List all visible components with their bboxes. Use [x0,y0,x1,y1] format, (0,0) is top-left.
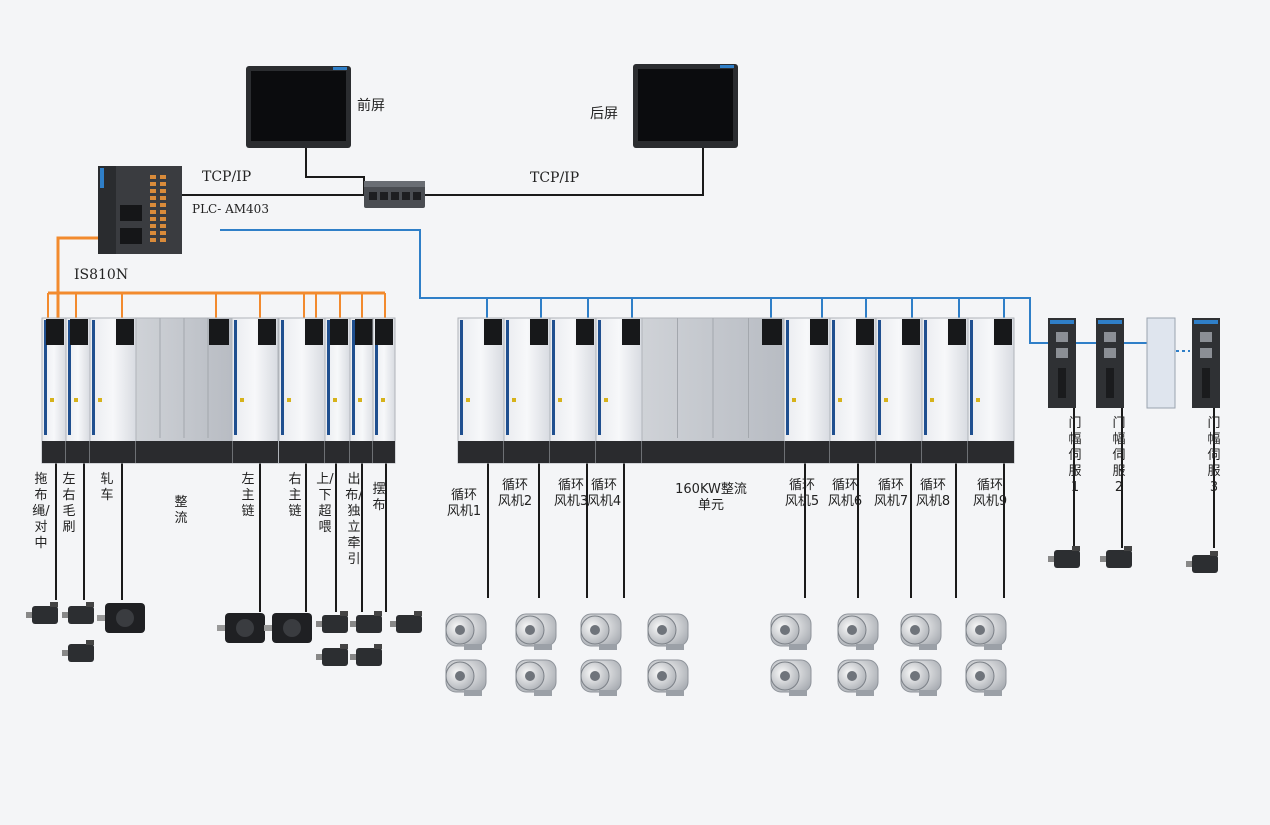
drive-module-icon [89,317,137,464]
induction-motor-icon [965,613,1007,650]
induction-motor-icon [445,659,487,696]
drive-module-icon [829,317,877,464]
induction-motor-icon [580,659,622,696]
link-bus-drop [56,236,112,318]
link-rear-screen [425,148,704,196]
ethernet-switch-icon [364,181,425,208]
plc-model-label: PLC- AM403 [192,202,269,216]
servo-motor-icon [1048,546,1080,568]
fan-label-7: 循环风机7 [873,478,909,509]
drive-connector [209,319,229,345]
drive-label-rope-centering: 拖布绳/对中 [32,472,50,551]
induction-motor-icon [837,613,879,650]
induction-motor-icon [647,659,689,696]
induction-motor-icon [770,659,812,696]
servo-drive-icon [1096,318,1124,408]
rectifier-160kw-label: 160KW整流单元 [675,482,747,513]
drive-label-outfeed: 出布/独立牵引 [345,472,363,567]
drive-module-icon [372,317,396,464]
devices [26,64,1220,696]
servo-motor-icon [62,602,94,624]
servo-motor-icon [264,613,312,643]
fan-label-4: 循环风机4 [586,478,622,509]
induction-motor-icon [900,613,942,650]
servo-motor-icon [26,602,58,624]
induction-motor-icon [515,613,557,650]
tcp-ip-label-left: TCP/IP [202,169,252,185]
induction-motor-icon [837,659,879,696]
induction-motor-icon [900,659,942,696]
drive-module-icon [921,317,969,464]
servo-label-3: 门幅伺服3 [1207,416,1221,495]
drive-label-plaiter: 摆布 [372,482,386,513]
drive-module-icon [783,317,831,464]
induction-motor-icon [515,659,557,696]
hmi-screen-icon [246,66,351,148]
drive-label-overfeed: 上/下超喂 [316,472,334,535]
servo-motor-icon [350,644,382,666]
drive-module-icon [503,317,551,464]
induction-motor-icon [445,613,487,650]
bus-label: IS810N [74,267,129,283]
servo-motor-icon [217,613,265,643]
drive-label-left-chain: 左主链 [241,472,255,519]
tcp-ip-label-right: TCP/IP [530,170,580,186]
fan-label-8: 循环风机8 [915,478,951,509]
servo-label-1: 门幅伺服1 [1068,416,1082,495]
fan-label-6: 循环风机6 [827,478,863,509]
servo-motor-icon [350,611,382,633]
link-ethercat-main [220,229,1050,344]
fan-label-1: 循环风机1 [446,488,482,519]
drive-module-icon [65,317,91,464]
servo-motor-icon [1186,551,1218,573]
drive-label-padder: 轧车 [100,472,114,503]
induction-motor-icon [965,659,1007,696]
drive-connector [762,319,782,345]
drive-module-icon [875,317,923,464]
drive-module-icon [595,317,643,464]
drive-label-rectifier: 整流 [174,495,188,526]
servo-drive-placeholder [1146,317,1176,409]
fan-label-3: 循环风机3 [553,478,589,509]
drive-module-icon [549,317,597,464]
drive-label-right-chain: 右主链 [288,472,302,519]
drive-module-icon [324,317,351,464]
drive-label-brushes: 左右毛刷 [62,472,76,535]
fan-label-9: 循环风机9 [972,478,1008,509]
induction-motor-icon [580,613,622,650]
drive-module-icon [231,317,279,464]
drive-module-icon [41,317,67,464]
drive-module-icon [349,317,376,464]
drive-module-icon [967,317,1015,464]
rectifier-160kw-module-icon [641,317,785,464]
servo-drive-icon [1048,318,1076,408]
front-screen-label: 前屏 [357,98,385,114]
plc-icon [98,166,182,254]
connection-lines [47,148,1215,612]
servo-motor-icon [97,603,145,633]
rear-screen-label: 后屏 [590,106,618,122]
servo-drive-icon [1192,318,1220,408]
induction-motor-icon [770,613,812,650]
drive-module-icon [457,317,505,464]
fan-label-2: 循环风机2 [497,478,533,509]
link-front-screen [305,148,365,195]
servo-motor-icon [62,640,94,662]
servo-motor-icon [390,611,422,633]
servo-label-2: 门幅伺服2 [1112,416,1126,495]
fan-label-5: 循环风机5 [784,478,820,509]
hmi-screen-icon [633,64,738,148]
drive-module-icon [278,317,326,464]
servo-motor-icon [316,611,348,633]
servo-motor-icon [1100,546,1132,568]
induction-motor-icon [647,613,689,650]
servo-motor-icon [316,644,348,666]
